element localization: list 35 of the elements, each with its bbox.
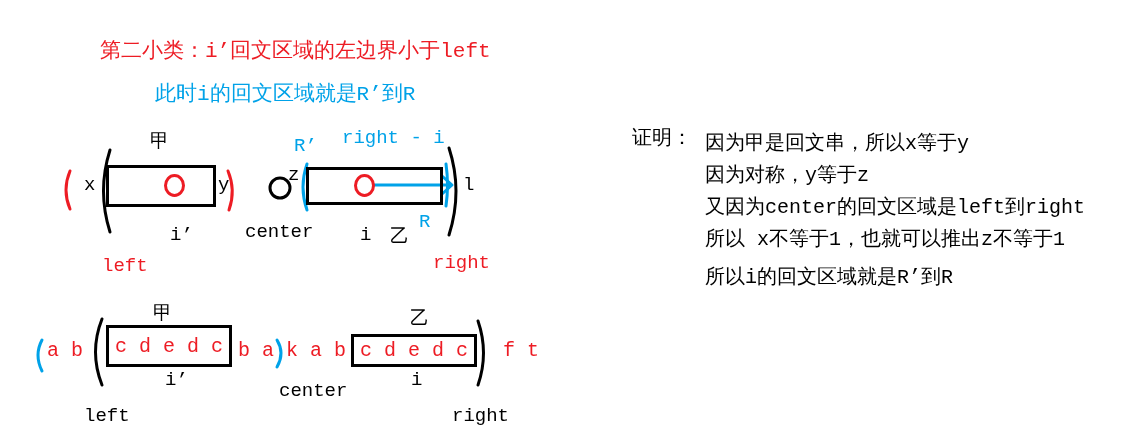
- box-heading: 乙: [410, 309, 429, 331]
- letter-sequence: c d e d c: [115, 334, 223, 358]
- proof-text: 因为甲是回文串，所以x等于y: [705, 132, 969, 155]
- boundary-label: left: [84, 406, 130, 428]
- index-label: i’: [170, 225, 193, 247]
- proof-heading: 证明：: [632, 127, 692, 150]
- point-label: center: [245, 222, 314, 244]
- proof-text: 又因为center的回文区域是left到right: [705, 196, 1086, 219]
- letter-sequence: a b: [47, 339, 83, 362]
- letter-sequence: b a: [238, 339, 274, 362]
- variable-label: z: [288, 165, 300, 187]
- subtitle: 此时i的回文区域就是R’到R: [155, 83, 416, 108]
- boundary-label: right: [452, 406, 509, 428]
- index-label: i’: [165, 370, 188, 392]
- letter-sequence: f t: [503, 339, 539, 362]
- point-label: center: [279, 381, 348, 403]
- letter-sequence: c d e d c: [360, 339, 468, 362]
- title: 第二小类：i’回文区域的左边界小于left: [100, 40, 491, 65]
- box-heading: 乙: [390, 227, 409, 249]
- variable-label: y: [218, 175, 230, 197]
- proof-text: 所以i的回文区域就是R’到R: [705, 266, 953, 289]
- variable-label: l: [463, 175, 475, 197]
- box-heading: 甲: [150, 132, 169, 154]
- proof-text: 所以 x不等于1，也就可以推出z不等于1: [705, 228, 1065, 251]
- boundary-label: R: [419, 212, 431, 234]
- boundary-label: right: [433, 253, 490, 275]
- boundary-label: R’: [294, 136, 317, 158]
- variable-label: x: [84, 175, 96, 197]
- letter-sequence: k a b: [286, 339, 346, 362]
- dimension-label: right - i: [342, 128, 445, 150]
- index-label: i: [360, 225, 372, 247]
- index-label: i: [411, 370, 423, 392]
- proof-text: 因为对称，y等于z: [705, 164, 869, 187]
- box-heading: 甲: [153, 304, 172, 326]
- boundary-label: left: [102, 256, 148, 278]
